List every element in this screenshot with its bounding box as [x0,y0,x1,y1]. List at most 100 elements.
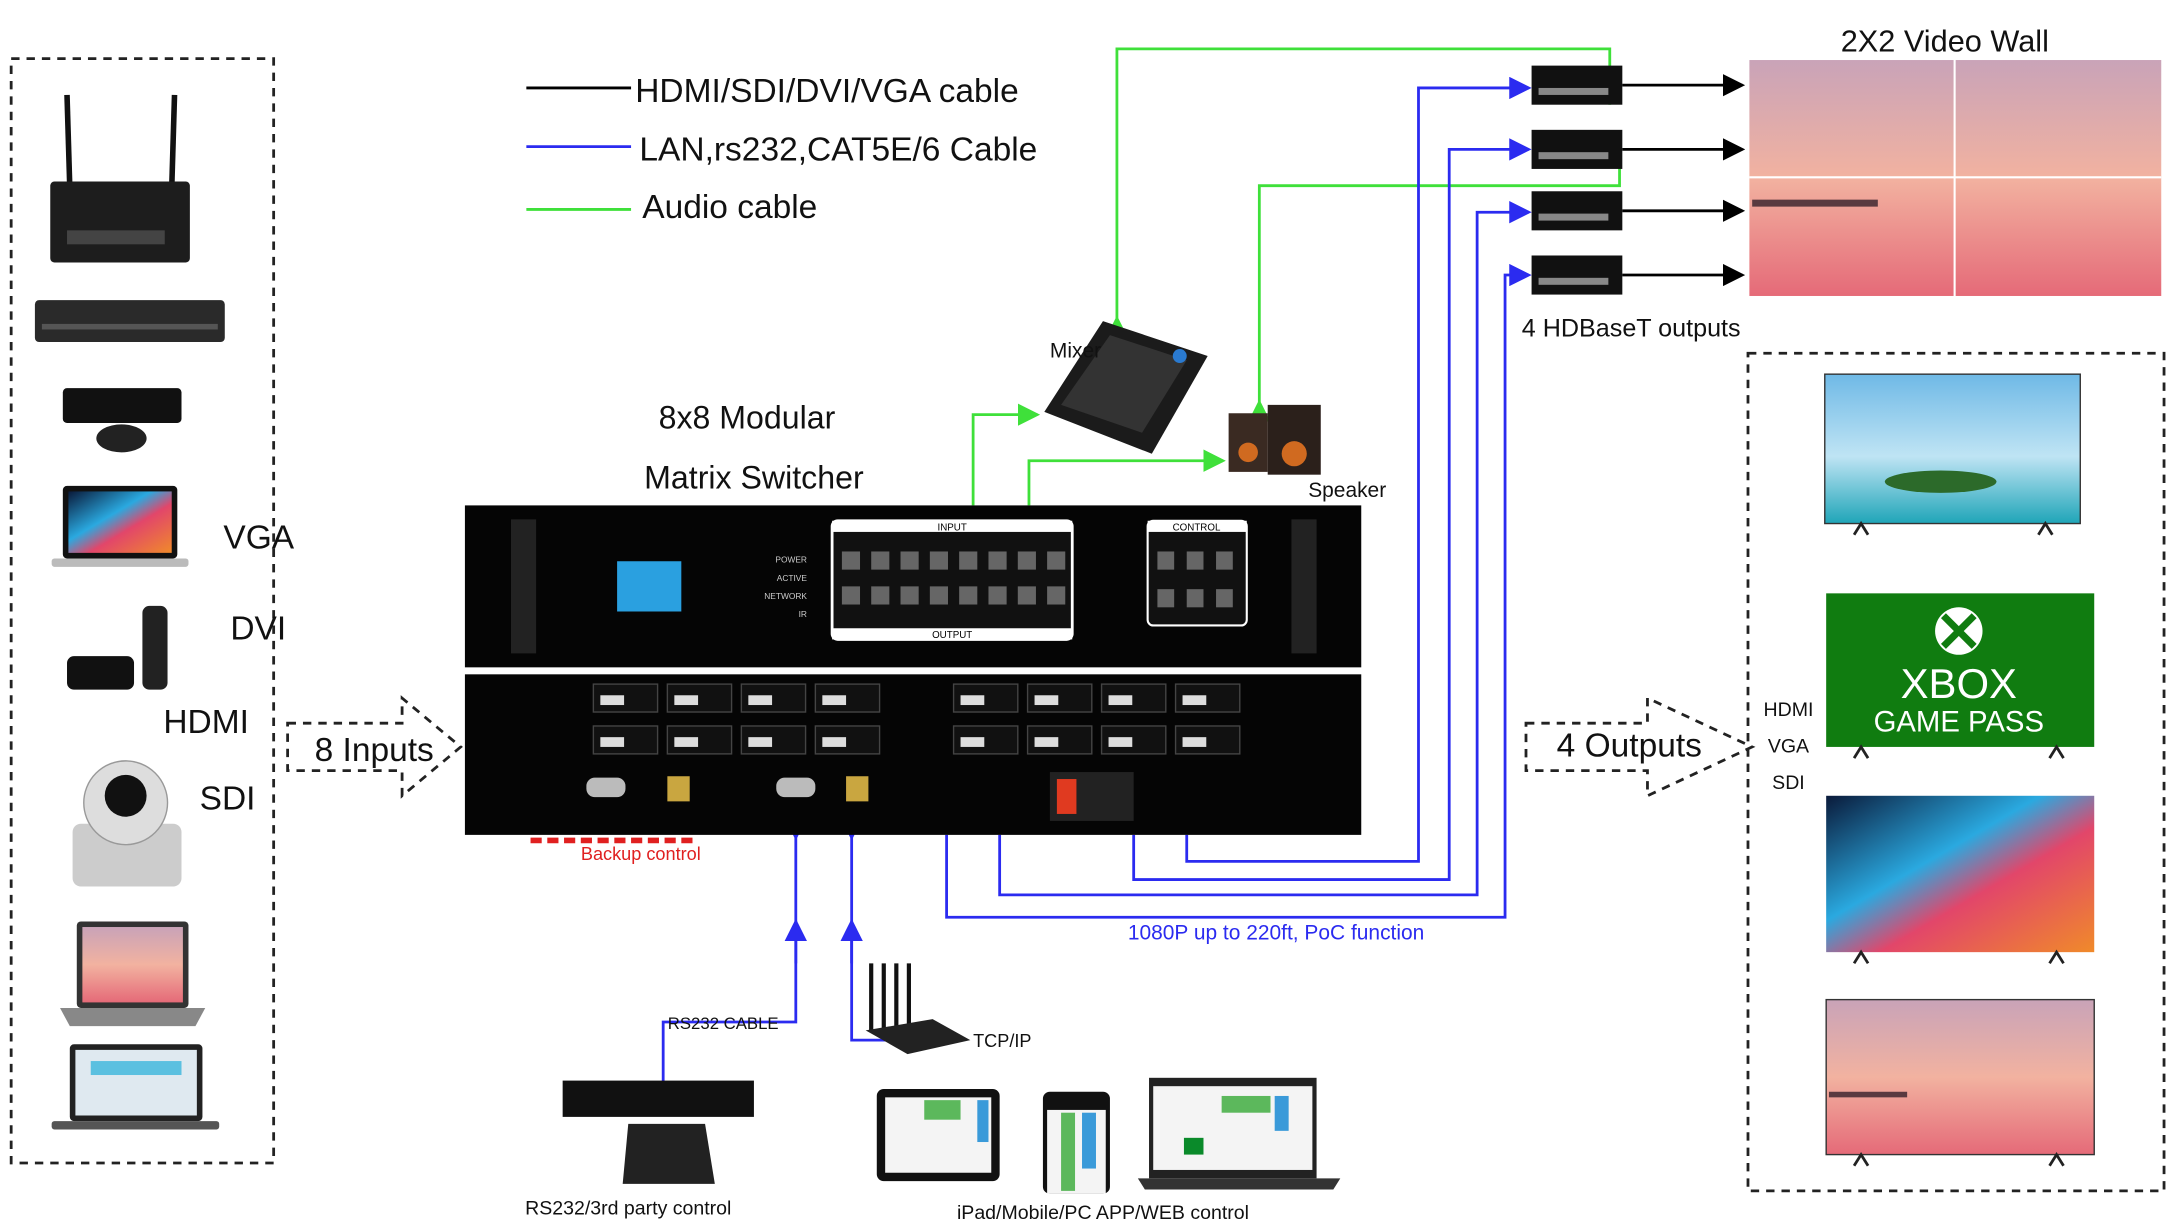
output-button[interactable] [871,586,890,605]
output-button[interactable] [841,586,861,605]
hdmi-port [600,695,625,706]
receiver-ports [1538,277,1609,285]
hdmi-port [1182,737,1207,747]
tv-display-xbox: XBOX GAME PASS [1826,593,2095,759]
input-button[interactable] [900,551,919,570]
video-wall-title: 2X2 Video Wall [1841,24,2049,59]
lan-port [846,776,869,802]
audio-cable-to-speaker [1027,449,1226,506]
hdmi-port-card [952,725,1019,755]
receiver-ports [1538,152,1609,160]
rs232-port [586,777,626,798]
outputs-arrow: 4 Outputs [1524,695,1756,798]
control-button-panel [1146,519,1248,627]
speaker-label: Speaker [1308,479,1386,502]
legend-lan-label: LAN,rs232,CAT5E/6 Cable [639,132,1037,169]
tv-display-sunset [1825,998,2095,1167]
output-displays: XBOX GAME PASS [1746,351,2166,1193]
input-button[interactable] [988,551,1007,570]
hdmi-port [822,695,847,706]
control-button[interactable] [1157,589,1175,608]
tablet-icon [876,1088,1000,1182]
backup-control-label: Backup control [581,844,701,864]
control-panel-label: CONTROL [1173,523,1221,534]
router-icon [50,94,190,263]
switcher-lcd-screen [617,561,682,612]
lan-port [667,776,690,802]
hdbaset-cable-3 [998,201,1532,897]
video-wall [1749,60,2162,296]
input-panel-label: INPUT [938,523,967,534]
output-label-sdi: SDI [1772,772,1805,794]
hdmi-port [960,695,985,706]
input-sources: VGA DVI HDMI SDI [9,57,295,1165]
control-button[interactable] [1186,551,1204,570]
rs232-control-device [562,1080,754,1184]
audio-cable-speaker-to-receiver [1248,167,1621,422]
output-button[interactable] [988,586,1007,605]
hdmi-port [1108,737,1133,747]
output-button[interactable] [959,586,978,605]
network-led-label: NETWORK [764,591,807,601]
tv-display-abstract [1826,795,2095,965]
hdmi-port [674,695,699,706]
control-button[interactable] [1216,551,1233,570]
hdmi-port [1108,695,1133,706]
hdbaset-cable-1 [1185,76,1532,863]
outputs-dashed-box [1746,351,2166,1193]
hdbaset-outputs-label: 4 HDBaseT outputs [1522,314,1741,342]
xbox-logo-text: XBOX [1901,660,2017,707]
legend: HDMI/SDI/DVI/VGA cable LAN,rs232,CAT5E/6… [526,73,1037,226]
laptop-icon [51,485,189,567]
hdbaset-note: 1080P up to 220ft, PoC function [1128,922,1424,945]
switch-buttons [841,551,1066,605]
input-button[interactable] [841,551,861,570]
mixer-label: Mixer [1050,339,1101,362]
speaker-icon [1228,404,1321,475]
input-button[interactable] [1047,551,1066,570]
hdbaset-receiver [1531,65,1623,105]
control-button[interactable] [1216,589,1233,608]
switcher-title-line2: Matrix Switcher [644,460,864,496]
rs232-cable [661,818,807,1089]
mobile-phone-icon [1042,1091,1110,1194]
output-button[interactable] [929,586,948,605]
power-led-label: POWER [775,555,807,565]
game-pass-text: GAME PASS [1874,706,2044,739]
input-button[interactable] [929,551,948,570]
input-button[interactable] [1017,551,1036,570]
input-output-button-panel [830,519,1074,641]
hdmi-port [1182,695,1207,706]
control-button[interactable] [1157,551,1175,570]
hdmi-port-cards [592,683,1241,755]
control-button[interactable] [1186,589,1204,608]
input-label-vga: VGA [223,520,294,557]
hdbaset-cable-2 [1132,138,1532,881]
rs232-port [776,777,816,798]
legend-hdmi-label: HDMI/SDI/DVI/VGA cable [635,73,1019,110]
input-button[interactable] [871,551,890,570]
active-led-label: ACTIVE [777,573,808,583]
control-box-icon [562,1080,754,1117]
input-label-dvi: DVI [230,610,286,647]
inputs-arrow: 8 Inputs [286,695,463,799]
matrix-switcher: POWER ACTIVE NETWORK IR INPUT OUTPUT CON… [464,505,1362,864]
output-button[interactable] [1017,586,1036,605]
power-switch[interactable] [1056,779,1077,814]
laptop-icon [60,921,206,1027]
xbox-console-icon [62,388,182,453]
legend-audio-label: Audio cable [642,189,817,226]
output-button[interactable] [900,586,919,605]
input-button[interactable] [959,551,978,570]
output-button[interactable] [1047,586,1066,605]
hdmi-port [1034,695,1059,706]
lan-cable [840,818,894,1042]
bluray-player-icon [34,300,225,343]
switcher-title-line1: 8x8 Modular [659,400,836,436]
hdmi-port [960,737,985,747]
output-panel-label: OUTPUT [932,630,972,641]
receiver-ports [1538,213,1609,221]
ptz-camera-icon [72,760,182,887]
hdbaset-receiver [1531,191,1623,231]
